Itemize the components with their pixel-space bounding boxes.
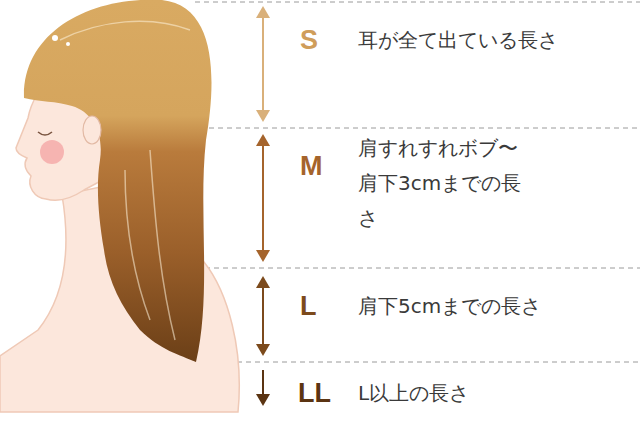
ear — [83, 116, 101, 144]
hair-shine — [52, 35, 58, 41]
hair — [24, 0, 212, 362]
hair-shine — [66, 42, 70, 46]
guide-lines — [195, 2, 640, 362]
length-description: 耳が全て出ている長さ — [358, 23, 558, 58]
closed-eye — [38, 132, 52, 135]
length-description: L以上の長さ — [358, 376, 469, 411]
size-letter: M — [300, 151, 323, 182]
size-letter: L — [300, 291, 317, 322]
size-letter: S — [300, 25, 318, 56]
length-arrows — [256, 6, 270, 406]
cheek — [40, 140, 64, 164]
length-description: 肩すれすれボブ〜 肩下3cmまでの長さ — [358, 131, 536, 236]
size-letter: LL — [298, 378, 331, 409]
length-description: 肩下5cmまでの長さ — [358, 289, 541, 324]
hair-strands — [60, 21, 190, 340]
